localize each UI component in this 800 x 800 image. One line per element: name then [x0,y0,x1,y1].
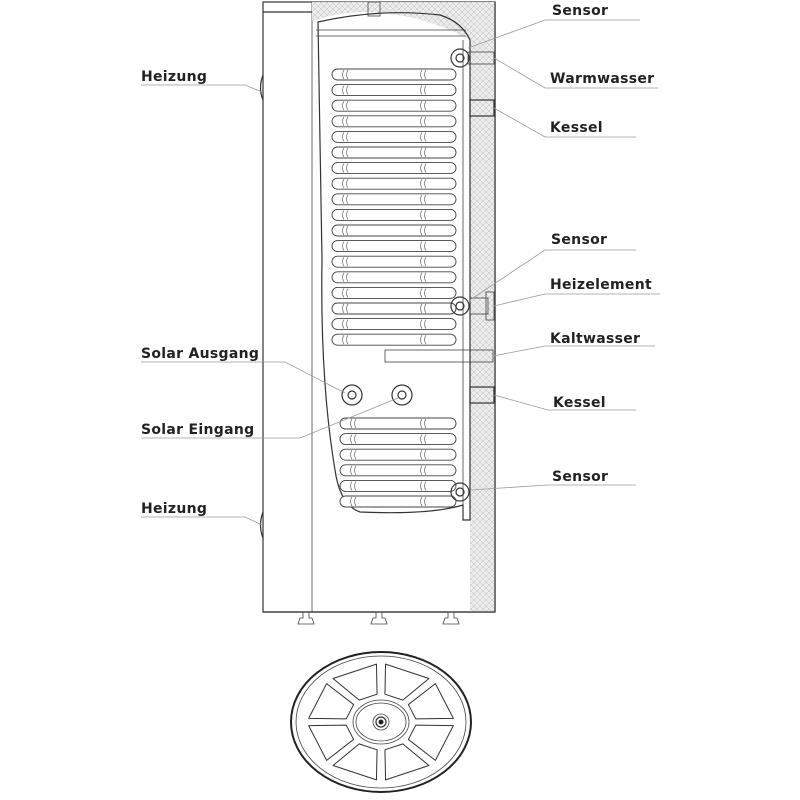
label-kessel-upper: Kessel [550,120,603,136]
labels-left: Heizung Solar Ausgang Solar Eingang Heiz… [141,69,259,517]
solar-connections [341,384,413,406]
coil-turn [339,464,457,477]
coil-turn [331,162,457,175]
label-sensor-bottom: Sensor [552,469,608,485]
feet [297,611,460,625]
bottom-rib-window [308,683,355,720]
sensor-bottom [450,482,470,502]
label-kaltwasser: Kaltwasser [550,331,640,347]
coil-turn [331,193,457,206]
tank-bottom-view [290,651,472,793]
label-kessel-lower: Kessel [553,395,606,411]
coil-turn [331,146,457,159]
fittings [259,48,495,539]
label-heizung-lower: Heizung [141,501,207,517]
top-fitting [367,1,381,17]
bottom-rib-window [332,743,378,781]
label-warmwasser: Warmwasser [550,71,654,87]
heating-ports [259,74,264,539]
coil-turn [331,130,457,143]
bottom-rib-window [332,663,378,701]
coil-turn [331,333,457,346]
bottom-rib-window [308,724,355,761]
label-sensor-top: Sensor [552,3,608,19]
labels-right: Sensor Warmwasser Kessel Sensor Heizelem… [550,3,654,485]
coil-turn [331,99,457,112]
inner-tank [316,1,471,521]
coil-turn [331,318,457,331]
heat-exchanger-coils [331,68,457,508]
coil-turn [339,448,457,461]
label-solar-ausgang: Solar Ausgang [141,346,259,362]
coil-turn [331,68,457,81]
bottom-rib-window [384,663,430,701]
coil-turn [331,208,457,221]
label-heizung-upper: Heizung [141,69,207,85]
bottom-rib-window [407,724,454,761]
sensor-top [450,48,495,68]
coil-turn [339,417,457,430]
coil-turn [331,84,457,97]
coil-turn [331,286,457,299]
label-sensor-middle: Sensor [551,232,607,248]
coil-turn [331,115,457,128]
bottom-rib-window [384,743,430,781]
leader-lines [141,19,660,526]
coil-turn [331,224,457,237]
coil-turn [331,271,457,284]
coil-turn [339,495,457,508]
label-heizelement: Heizelement [550,277,652,293]
coil-turn [339,479,457,492]
label-solar-eingang: Solar Eingang [141,422,254,438]
coil-turn [331,240,457,253]
coil-turn [331,255,457,268]
coil-turn [339,433,457,446]
coil-turn [331,302,457,315]
bottom-rib-window [407,683,454,720]
coil-turn [331,177,457,190]
